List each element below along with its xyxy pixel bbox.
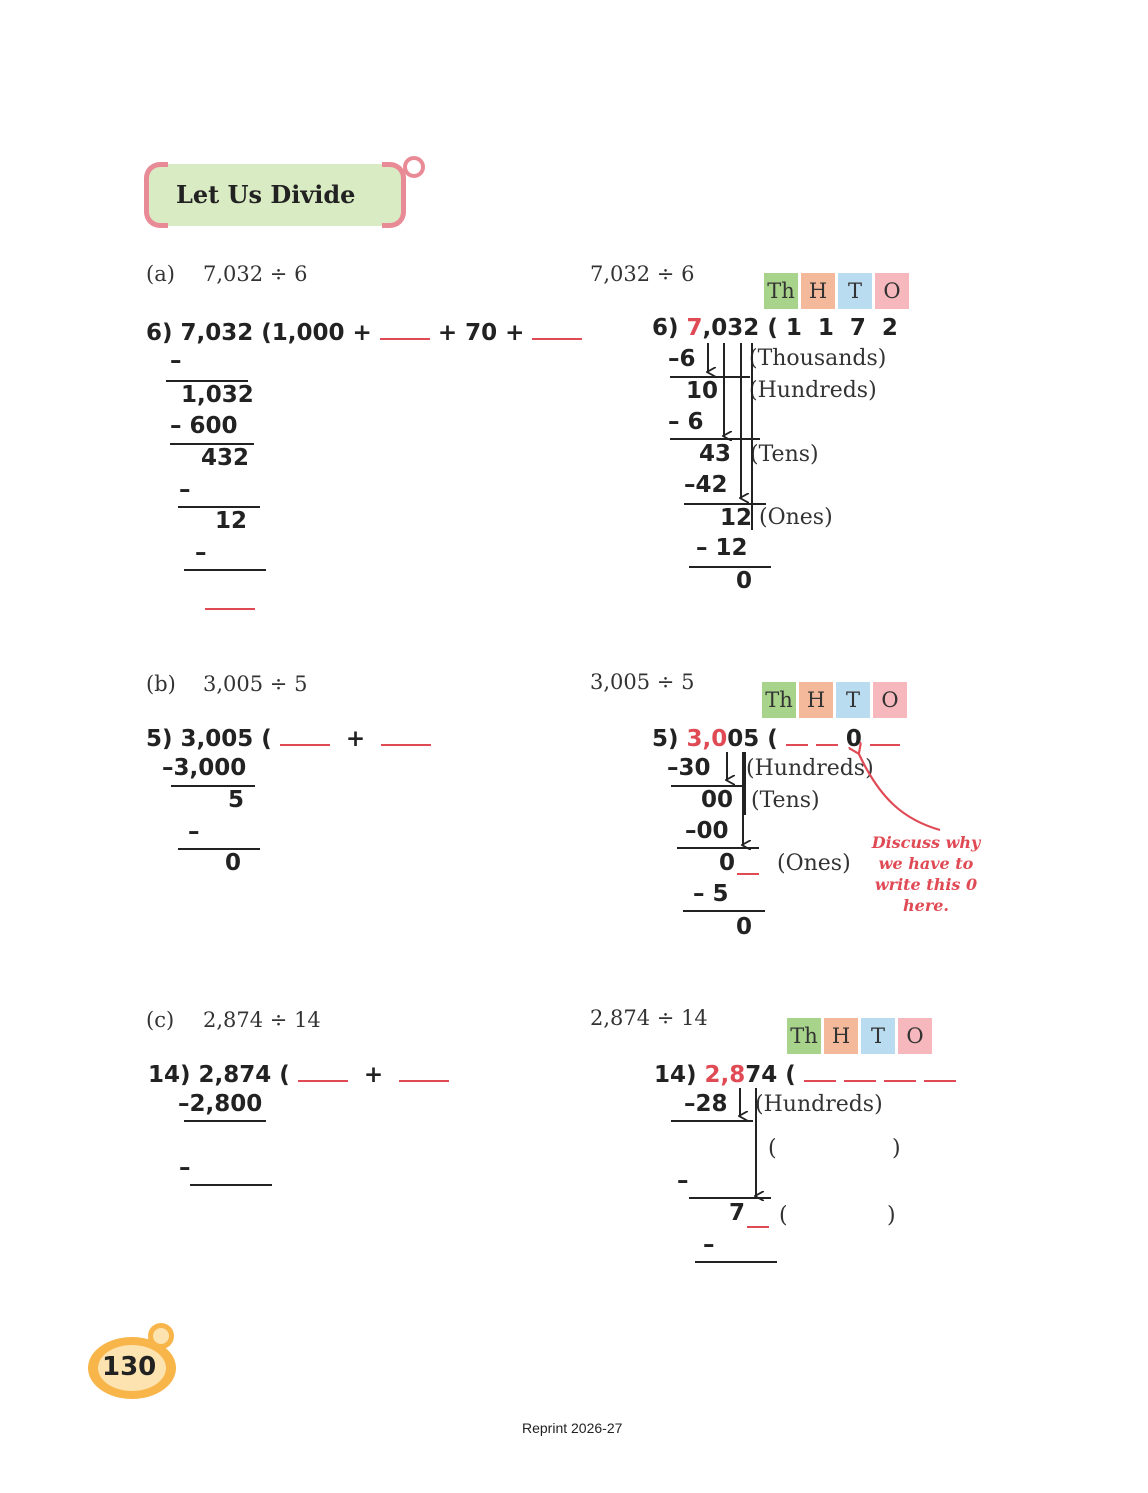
- c-right-blank-4[interactable]: [923, 1060, 956, 1082]
- c-right-paren-close-2: ): [887, 1203, 896, 1228]
- c-left-minus: –: [179, 1155, 191, 1181]
- place-th: Th: [787, 1018, 821, 1054]
- c-right-minus-2: –: [703, 1232, 715, 1258]
- a-right-s1: –6: [668, 346, 696, 372]
- a-right-r2: 43: [699, 441, 732, 467]
- a-right-s3: –42: [684, 472, 728, 498]
- b-left-blank-1[interactable]: [279, 724, 330, 746]
- section-title-box: Let Us Divide: [144, 162, 406, 228]
- a-right-s2: – 6: [668, 409, 704, 435]
- b-right-tens: (Tens): [751, 788, 820, 813]
- place-t: T: [861, 1018, 895, 1054]
- a-right-thousands: (Thousands): [749, 346, 887, 371]
- c-left-blank-2[interactable]: [399, 1060, 450, 1082]
- badge-decoration-circle: [148, 1323, 174, 1349]
- b-right-ones: (Ones): [777, 851, 851, 876]
- a-right-r3: 12: [720, 505, 753, 531]
- a-left-r3: 12: [215, 508, 248, 534]
- b-left-s1: –3,000: [162, 755, 247, 781]
- c-left-blank-1[interactable]: [297, 1060, 348, 1082]
- c-right-hundreds: (Hundreds): [755, 1092, 883, 1117]
- page-number: 130: [102, 1352, 157, 1382]
- a-left-blank-1[interactable]: [379, 318, 430, 340]
- c-right-s1: –28: [684, 1091, 728, 1117]
- b-right-s1: –30: [667, 755, 711, 781]
- section-title: Let Us Divide: [176, 180, 356, 209]
- b-left-minus: –: [188, 819, 200, 845]
- c-right-problem: 2,874 ÷ 14: [590, 1006, 708, 1030]
- c-right-paren-close-1: ): [892, 1136, 901, 1161]
- a-right-s4: – 12: [696, 535, 748, 561]
- b-left-r1: 5: [228, 787, 245, 813]
- a-right-tens: (Tens): [750, 442, 819, 467]
- c-right-blank-2[interactable]: [843, 1060, 876, 1082]
- title-decoration-circle: [403, 156, 425, 178]
- place-t: T: [838, 273, 872, 309]
- b-right-r3: 0: [736, 914, 753, 940]
- problem-b-label: (b): [146, 672, 176, 696]
- a-left-r2: 432: [201, 445, 250, 471]
- c-left-s1: –2,800: [178, 1091, 263, 1117]
- b-right-s3: – 5: [693, 881, 729, 907]
- b-right-blank-3[interactable]: [869, 724, 900, 746]
- b-right-s2: –00: [685, 818, 729, 844]
- b-left-line1: 5) 3,005 ( +: [146, 724, 432, 752]
- b-right-problem: 3,005 ÷ 5: [590, 670, 695, 694]
- c-right-line1: 14) 2,874 (: [654, 1060, 956, 1088]
- reprint-note: Reprint 2026-27: [522, 1420, 623, 1436]
- problem-a-text: 7,032 ÷ 6: [203, 262, 308, 286]
- place-o: O: [875, 273, 909, 309]
- b-right-r1: 00: [701, 787, 734, 813]
- place-th: Th: [762, 682, 796, 718]
- c-right-paren-open-1: (: [768, 1136, 777, 1161]
- c-right-blank-3[interactable]: [883, 1060, 916, 1082]
- a-left-r1: 1,032: [181, 382, 254, 408]
- problem-b-text: 3,005 ÷ 5: [203, 672, 308, 696]
- place-th: Th: [764, 273, 798, 309]
- c-right-r1: 7: [729, 1200, 746, 1226]
- a-place-value-header: Th H T O: [764, 273, 909, 309]
- b-right-ones-blank[interactable]: [737, 873, 759, 875]
- a-right-hundreds: (Hundreds): [749, 378, 877, 403]
- place-o: O: [898, 1018, 932, 1054]
- a-right-ones: (Ones): [759, 505, 833, 530]
- place-h: H: [824, 1018, 858, 1054]
- a-left-minus-2: –: [179, 477, 191, 503]
- a-right-line1: 6) 7,032 ( 1 1 7 2: [652, 315, 898, 341]
- problem-c-text: 2,874 ÷ 14: [203, 1008, 321, 1032]
- b-right-blank-1[interactable]: [785, 724, 808, 746]
- a-left-minus-3: –: [195, 540, 207, 566]
- b-right-hundreds: (Hundreds): [746, 756, 874, 781]
- a-right-r4: 0: [736, 568, 753, 594]
- problem-a-label: (a): [146, 262, 175, 286]
- b-note-arrow: [858, 752, 941, 832]
- a-left-s2: – 600: [170, 413, 238, 439]
- b-place-value-header: Th H T O: [762, 682, 907, 718]
- place-t: T: [836, 682, 870, 718]
- page-number-badge: 130: [88, 1323, 176, 1399]
- a-left-blank-2[interactable]: [532, 318, 583, 340]
- b-right-note: Discuss why we have to write this 0 here…: [871, 833, 981, 915]
- c-left-line1: 14) 2,874 ( +: [148, 1060, 450, 1088]
- a-left-minus-1: –: [170, 348, 182, 374]
- place-h: H: [801, 273, 835, 309]
- place-o: O: [873, 682, 907, 718]
- c-right-ones-blank[interactable]: [747, 1226, 769, 1228]
- a-right-problem: 7,032 ÷ 6: [590, 262, 695, 286]
- a-right-r1: 10: [686, 378, 719, 404]
- c-right-blank-1[interactable]: [803, 1060, 836, 1082]
- a-left-line1: 6) 7,032 (1,000 + + 70 +: [146, 318, 583, 346]
- problem-c-label: (c): [146, 1008, 175, 1032]
- a-left-remainder-blank[interactable]: [205, 608, 255, 610]
- place-h: H: [799, 682, 833, 718]
- b-left-blank-2[interactable]: [381, 724, 432, 746]
- c-right-paren-open-2: (: [779, 1203, 788, 1228]
- b-left-r2: 0: [225, 850, 242, 876]
- b-right-blank-2[interactable]: [815, 724, 838, 746]
- b-right-r2: 0: [719, 850, 736, 876]
- c-right-minus-1: –: [677, 1168, 689, 1194]
- c-place-value-header: Th H T O: [787, 1018, 932, 1054]
